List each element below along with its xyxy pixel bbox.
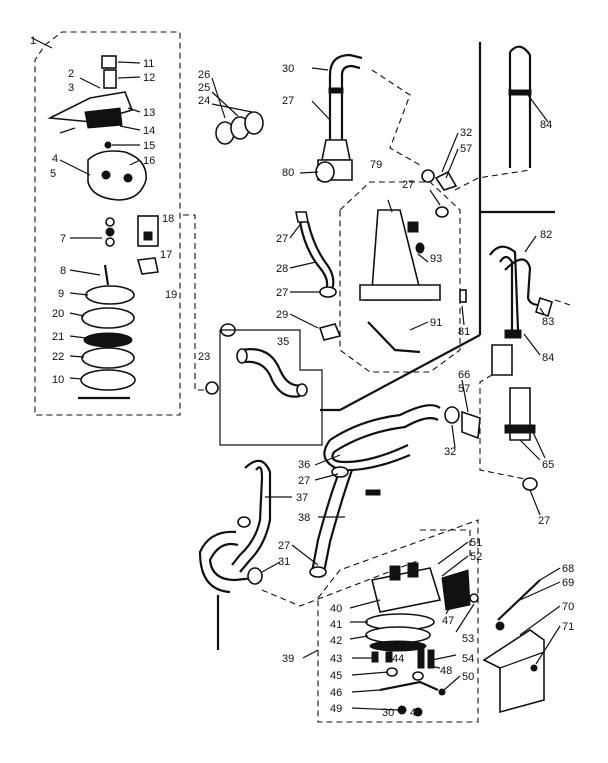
- callout-17: 17: [160, 249, 172, 261]
- callout-25: 25: [198, 82, 210, 94]
- callout-45: 45: [330, 670, 342, 682]
- callout-31: 31: [278, 556, 290, 568]
- callout-27b: 27: [402, 179, 414, 191]
- callout-71: 71: [562, 621, 574, 633]
- callout-66: 66: [458, 369, 470, 381]
- valve-block-group: [302, 519, 479, 723]
- callout-50: 50: [462, 671, 474, 683]
- gasket-group: [211, 77, 264, 145]
- callout-10: 10: [52, 374, 64, 386]
- callout-42: 42: [330, 635, 342, 647]
- callout-46: 46: [330, 687, 342, 699]
- callout-20: 20: [52, 308, 64, 320]
- left-assembly-group: [31, 31, 181, 416]
- callout-51: 51: [470, 537, 482, 549]
- callout-27f: 27: [298, 475, 310, 487]
- hose-82-group: [489, 235, 571, 356]
- callout-32b: 32: [444, 446, 456, 458]
- callout-47: 47: [442, 615, 454, 627]
- callout-44: 44: [392, 653, 404, 665]
- callout-68: 68: [562, 563, 574, 575]
- callout-7: 7: [60, 233, 66, 245]
- callout-18: 18: [162, 213, 174, 225]
- callout-84b: 84: [542, 352, 554, 364]
- callout-21: 21: [52, 331, 64, 343]
- hose-84-group: [508, 45, 549, 168]
- callout-53: 53: [462, 633, 474, 645]
- callout-57b: 57: [458, 383, 470, 395]
- callout-38: 38: [298, 512, 310, 524]
- hose-35-group: [183, 214, 323, 446]
- callout-39: 39: [282, 653, 294, 665]
- callout-13: 13: [143, 107, 155, 119]
- callout-19: 19: [165, 289, 177, 301]
- callout-2: 2: [68, 68, 74, 80]
- callout-49: 49: [330, 703, 342, 715]
- callout-4: 4: [52, 153, 58, 165]
- callout-48: 48: [440, 665, 452, 677]
- callout-27c: 27: [276, 233, 288, 245]
- callout-16: 16: [143, 155, 155, 167]
- valve-65-group: [479, 344, 546, 516]
- callout-79: 79: [370, 159, 382, 171]
- callout-9: 9: [58, 288, 64, 300]
- callout-80: 80: [282, 167, 294, 179]
- bracket-group: [482, 567, 561, 714]
- callout-41: 41: [330, 619, 342, 631]
- callout-24: 24: [198, 95, 210, 107]
- callout-82: 82: [540, 229, 552, 241]
- callout-91: 91: [430, 317, 442, 329]
- callout-32a: 32: [460, 127, 472, 139]
- callout-70: 70: [562, 601, 574, 613]
- callout-23: 23: [198, 351, 210, 363]
- callout-27a: 27: [282, 95, 294, 107]
- callout-27g: 27: [278, 540, 290, 552]
- callout-27e: 27: [538, 515, 550, 527]
- callout-11: 11: [143, 58, 154, 70]
- fitting-57-group: [421, 132, 531, 218]
- hose-36-group: [198, 404, 441, 607]
- callout-30b: 30: [382, 707, 394, 719]
- callout-83: 83: [542, 316, 554, 328]
- callout-27d: 27: [276, 287, 288, 299]
- callout-30: 30: [282, 63, 294, 75]
- callout-49b: 49: [410, 707, 422, 719]
- callout-12: 12: [143, 72, 155, 84]
- callout-54: 54: [462, 653, 474, 665]
- callout-37: 37: [296, 492, 308, 504]
- callout-5: 5: [50, 168, 56, 180]
- callout-3: 3: [68, 82, 74, 94]
- hose-30-group: [299, 53, 421, 183]
- callout-14: 14: [143, 125, 155, 137]
- callout-29: 29: [276, 309, 288, 321]
- callout-28: 28: [276, 263, 288, 275]
- callout-15: 15: [143, 140, 155, 152]
- callout-22: 22: [52, 351, 64, 363]
- fitting-66-group: [444, 379, 481, 449]
- callout-1: 1: [30, 35, 36, 47]
- callout-84a: 84: [540, 119, 552, 131]
- callout-40: 40: [330, 603, 342, 615]
- callout-43: 43: [330, 653, 342, 665]
- callout-8: 8: [60, 265, 66, 277]
- callout-93: 93: [430, 253, 442, 265]
- callout-65: 65: [542, 459, 554, 471]
- motor-group: [339, 181, 467, 373]
- callout-26: 26: [198, 69, 210, 81]
- callout-69: 69: [562, 577, 574, 589]
- frame-rails: [320, 42, 555, 412]
- callout-57a: 57: [460, 143, 472, 155]
- callout-52: 52: [470, 551, 482, 563]
- callout-36: 36: [298, 459, 310, 471]
- callout-81: 81: [458, 326, 470, 338]
- callout-35: 35: [277, 336, 289, 348]
- hose-28-group: [289, 211, 342, 341]
